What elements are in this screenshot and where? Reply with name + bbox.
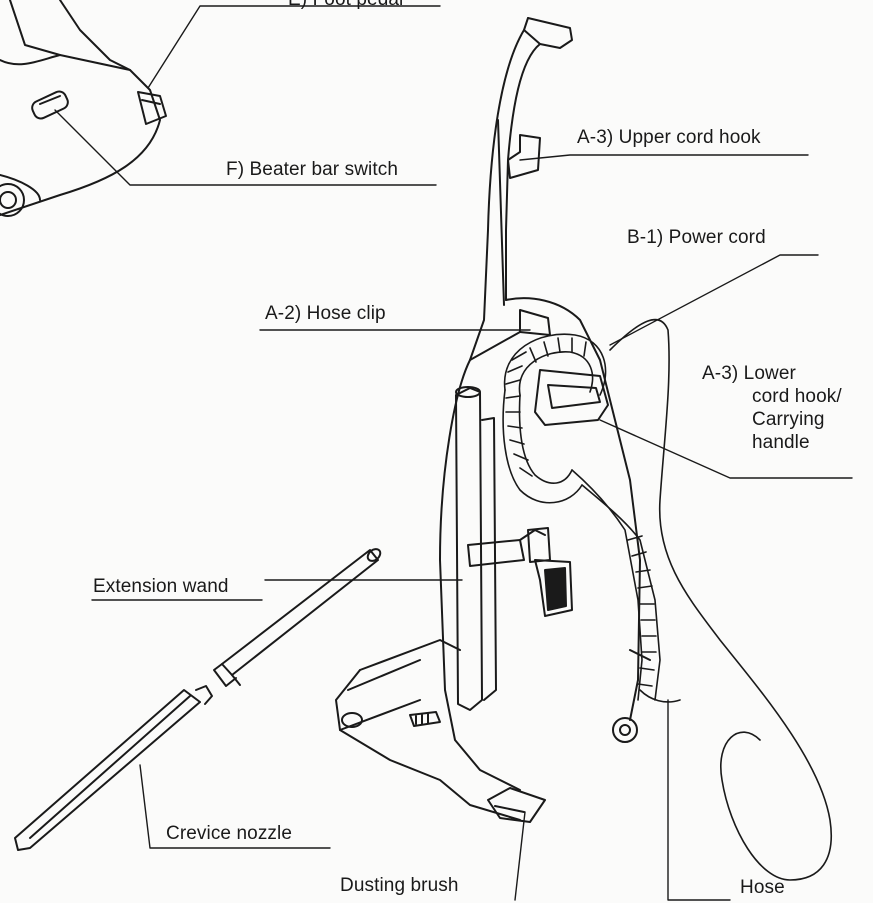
label-lower-cord-hook-line3: Carrying — [752, 409, 825, 430]
extension-wand — [213, 548, 382, 687]
foot-pedal-main — [487, 787, 546, 823]
label-lower-cord-hook-line2: cord hook/ — [752, 386, 842, 407]
inset-beater-bar-switch — [31, 90, 69, 120]
inset-vacuum-base — [0, 0, 161, 217]
label-lower-cord-hook: A-3) Lower cord hook/ Carrying handle — [702, 362, 842, 454]
label-lower-cord-hook-line4: handle — [752, 432, 810, 453]
leader-lines — [54, 5, 853, 901]
label-hose-clip: A-2) Hose clip — [265, 303, 386, 324]
label-crevice-nozzle: Crevice nozzle — [166, 823, 293, 844]
hose-coil — [502, 333, 681, 703]
label-lower-cord-hook-line1: A-3) Lower — [702, 363, 796, 384]
label-upper-cord-hook: A-3) Upper cord hook — [577, 127, 761, 148]
label-extension-wand: Extension wand — [93, 576, 229, 597]
dusting-brush-on-body — [527, 527, 573, 617]
vacuum-body — [439, 297, 641, 791]
label-power-cord: B-1) Power cord — [627, 227, 766, 248]
label-foot-pedal: E) Foot pedal — [288, 0, 403, 11]
vacuum-base — [335, 639, 651, 821]
vacuum-handle — [469, 17, 573, 361]
crevice-nozzle — [14, 685, 213, 851]
label-beater-bar-switch: F) Beater bar switch — [226, 159, 398, 180]
power-cord — [609, 318, 832, 881]
hose-clip-tube — [455, 386, 497, 711]
label-dusting-brush: Dusting brush — [340, 875, 459, 896]
upper-cord-hook — [507, 134, 541, 179]
inset-foot-pedal — [137, 91, 167, 125]
wand-holder — [467, 529, 546, 567]
label-hose: Hose — [740, 877, 785, 898]
carrying-handle — [534, 369, 609, 426]
